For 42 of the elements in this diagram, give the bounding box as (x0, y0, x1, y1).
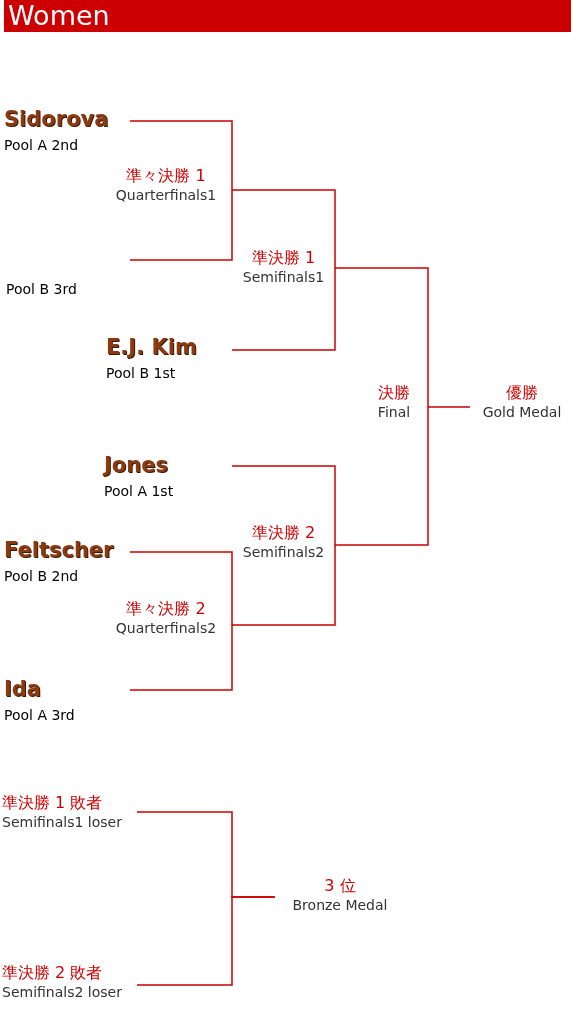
pool-label: Pool A 1st (104, 482, 175, 500)
round-label: 優勝 (505, 383, 539, 403)
round-label-english: Bronze Medal (291, 896, 389, 914)
player-name: E.J. Kim (106, 334, 198, 360)
bracket-line (136, 896, 276, 986)
bracket-line (231, 267, 336, 351)
pool-label: Pool B 3rd (6, 280, 78, 298)
round-label: 3 位 (323, 876, 357, 896)
pool-label: Pool A 3rd (4, 706, 76, 724)
player-name: Ida (4, 676, 43, 702)
round-label-english: Semifinals2 (241, 543, 326, 561)
title-bar: Women (4, 0, 571, 32)
round-label-english: Gold Medal (481, 403, 563, 421)
round-label: 準決勝 1 (250, 248, 317, 268)
round-label-english: Final (376, 403, 412, 421)
round-label-english: Quarterfinals2 (114, 619, 218, 637)
pool-label: Pool A 2nd (4, 136, 80, 154)
player-name: Feltscher (4, 537, 115, 563)
bracket-line (334, 406, 429, 546)
bracket-line (427, 406, 471, 408)
round-label: 準々決勝 1 (125, 166, 207, 186)
bracket-line (129, 189, 233, 261)
round-label: 準決勝 2 (250, 523, 317, 543)
bracket-line (129, 624, 233, 691)
round-label-english: Semifinals2 loser (2, 983, 123, 1001)
bracket-line (129, 120, 233, 191)
round-label-english: Semifinals1 loser (2, 813, 123, 831)
pool-label: Pool B 2nd (4, 567, 80, 585)
bracket-line (231, 544, 336, 626)
round-label: 準決勝 1 敗者 (2, 793, 104, 813)
round-label-english: Semifinals1 (241, 268, 326, 286)
round-label: 準決勝 2 敗者 (2, 963, 104, 983)
bracket-line (334, 267, 429, 408)
pool-label: Pool B 1st (106, 364, 177, 382)
round-label: 決勝 (377, 383, 411, 403)
bracket-line (231, 189, 336, 269)
round-label-english: Quarterfinals1 (114, 186, 218, 204)
player-name: Jones (104, 452, 169, 478)
bracket-line (231, 465, 336, 546)
player-name: Sidorova (4, 106, 110, 132)
round-label: 準々決勝 2 (125, 599, 207, 619)
bracket-line (129, 551, 233, 626)
